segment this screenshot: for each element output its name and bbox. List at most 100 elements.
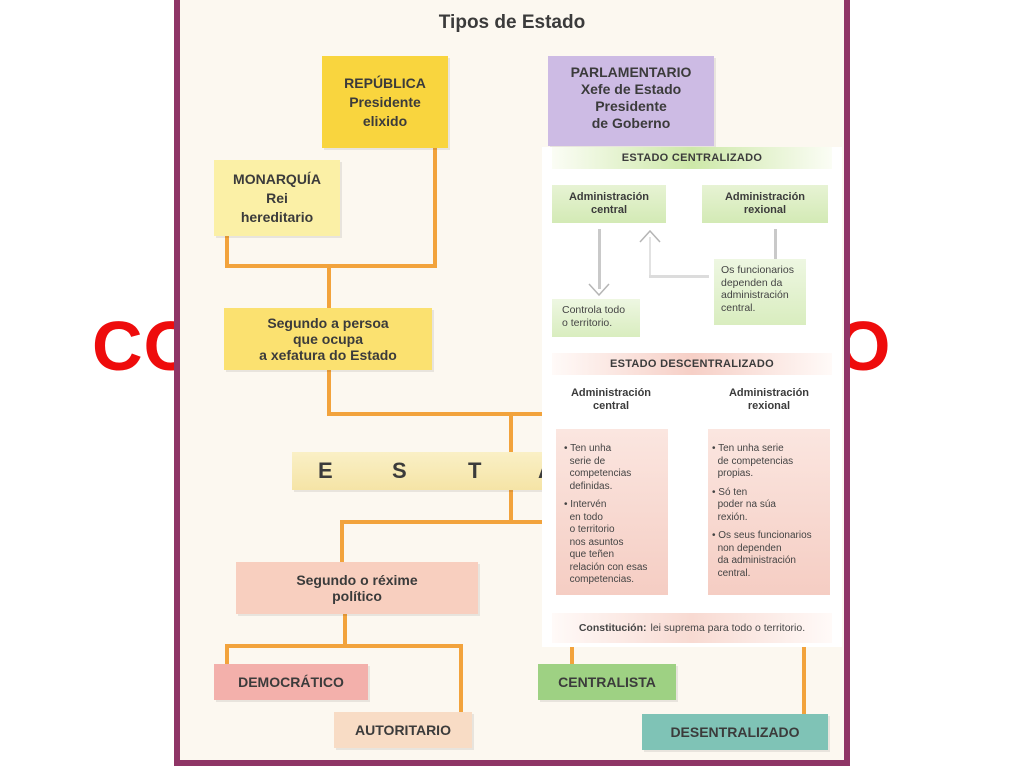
parlamentario-line: Xefe de Estado: [580, 81, 682, 97]
diagram-frame: Tipos de Estado REPÚBLICA Presidente eli…: [174, 0, 850, 766]
list-line: rexión.: [717, 511, 748, 523]
connector-line: [225, 644, 463, 648]
arrow-line: [774, 229, 777, 259]
estado-letter: T: [468, 458, 482, 483]
admin-label: Administración: [570, 387, 652, 399]
rexional-competencias-box: • Ten unha serie de competencias propias…: [708, 429, 830, 595]
connector-line: [433, 140, 437, 268]
list-line: central.: [717, 567, 751, 579]
segundo-rexime-line: Segundo o réxime: [296, 572, 418, 588]
descentralizado-admin-rexional: Administración rexional: [708, 379, 830, 421]
funcionarios-line: administración: [721, 289, 789, 301]
republica-line: elixido: [362, 112, 408, 129]
connector-line: [327, 366, 331, 416]
list-line: definidas.: [569, 480, 613, 492]
arrow-line: [649, 237, 651, 277]
list-item: • Só ten poder na súa rexión.: [712, 487, 830, 525]
list-line: • Ten unha: [564, 443, 612, 454]
central-competencias-box: • Ten unha serie de competencias definid…: [556, 429, 668, 595]
connector-line: [509, 488, 513, 524]
estado-letter: E: [318, 458, 333, 483]
list-item: • Ten unha serie de competencias definid…: [564, 443, 668, 493]
segundo-persoa-line: Segundo a persoa: [267, 315, 389, 331]
list-line: que teñen: [569, 549, 615, 560]
connector-line: [340, 520, 550, 524]
descentralizado-heading: ESTADO DESCENTRALIZADO: [552, 353, 832, 375]
list-line: • Intervén: [564, 499, 607, 510]
funcionarios-line: dependen da: [721, 276, 783, 289]
segundo-rexime-line: político: [332, 588, 382, 604]
diagram-title: Tipos de Estado: [438, 12, 586, 33]
arrow-line: [598, 229, 601, 289]
constitucion-bar: Constitución: lei suprema para todo o te…: [552, 613, 832, 643]
list-line: • Ten unha serie: [712, 443, 784, 454]
controla-line: o territorio.: [562, 316, 613, 329]
admin-label: central: [592, 400, 630, 412]
arrow-up-icon: [639, 229, 661, 243]
autoritario-label: AUTORITARIO: [355, 722, 451, 738]
funcionarios-box: Os funcionarios dependen da administraci…: [714, 259, 806, 325]
centralizado-admin-central: Administración central: [552, 185, 666, 223]
funcionarios-line: Os funcionarios: [721, 264, 794, 276]
connector-line: [225, 232, 229, 268]
monarquia-line: Rei: [266, 189, 288, 206]
list-line: o territorio: [569, 524, 615, 535]
connector-line: [570, 640, 574, 664]
descentralizado-admin-central: Administración central: [554, 379, 668, 421]
parlamentario-box: PARLAMENTARIO Xefe de Estado Presidente …: [548, 56, 714, 146]
funcionarios-line: central.: [721, 301, 756, 314]
list-line: nos asuntos: [569, 536, 624, 548]
parlamentario-line: de Goberno: [591, 115, 671, 131]
centralista-label: CENTRALISTA: [558, 674, 656, 690]
republica-box: REPÚBLICA Presidente elixido: [322, 56, 448, 148]
autoritario-box: AUTORITARIO: [334, 712, 472, 748]
desentralizado-box: DESENTRALIZADO: [642, 714, 828, 750]
list-line: en todo: [569, 511, 603, 523]
monarquia-title: MONARQUÍA: [233, 170, 321, 187]
list-line: competencias.: [569, 574, 635, 585]
list-item: • Os seus funcionarios non dependen da a…: [712, 530, 830, 580]
parlamentario-title: PARLAMENTARIO: [570, 64, 692, 80]
connector-line: [225, 644, 229, 666]
list-line: • Só ten: [712, 486, 748, 498]
connector-line: [327, 264, 331, 310]
connector-line: [343, 612, 347, 648]
connector-line: [340, 520, 344, 564]
republica-title: REPÚBLICA: [344, 74, 426, 91]
controla-box: Controla todo o territorio.: [552, 299, 640, 337]
segundo-persoa-line: a xefatura do Estado: [259, 347, 397, 363]
list-line: da administración: [717, 555, 796, 566]
connector-line: [802, 640, 806, 716]
list-line: serie de: [569, 455, 606, 467]
monarquia-box: MONARQUÍA Rei hereditario: [214, 160, 340, 236]
connector-line: [327, 412, 547, 416]
segundo-persoa-line: que ocupa: [292, 331, 363, 347]
controla-line: Controla todo: [562, 304, 626, 316]
arrow-down-icon: [588, 283, 610, 297]
estado-letter: S: [392, 458, 407, 483]
centralizado-admin-rexional: Administración rexional: [702, 185, 828, 223]
list-line: relación con esas: [569, 561, 648, 573]
list-item: • Intervén en todo o territorio nos asun…: [564, 499, 668, 587]
admin-label: Administración: [724, 191, 806, 203]
constitucion-text: lei suprema para todo o territorio.: [650, 622, 806, 634]
centralista-box: CENTRALISTA: [538, 664, 676, 700]
list-item: • Ten unha serie de competencias propias…: [712, 443, 830, 481]
list-line: propias.: [717, 468, 754, 479]
parlamentario-line: Presidente: [595, 98, 667, 114]
estado-comparison-panel: ESTADO CENTRALIZADO Administración centr…: [542, 147, 842, 647]
connector-line: [459, 644, 463, 716]
admin-label: rexional: [747, 400, 791, 412]
constitucion-label: Constitución:: [578, 622, 647, 634]
centralizado-heading: ESTADO CENTRALIZADO: [552, 147, 832, 169]
list-line: poder na súa: [717, 499, 776, 510]
estado-bar: E S T A: [292, 452, 554, 490]
list-line: competencias: [569, 468, 632, 479]
segundo-persoa-box: Segundo a persoa que ocupa a xefatura do…: [224, 308, 432, 370]
arrow-line: [649, 275, 709, 278]
admin-label: Administración: [568, 191, 650, 203]
admin-label: rexional: [743, 204, 787, 216]
list-line: de competencias: [717, 455, 794, 467]
connector-line: [225, 264, 437, 268]
admin-label: central: [590, 204, 628, 216]
